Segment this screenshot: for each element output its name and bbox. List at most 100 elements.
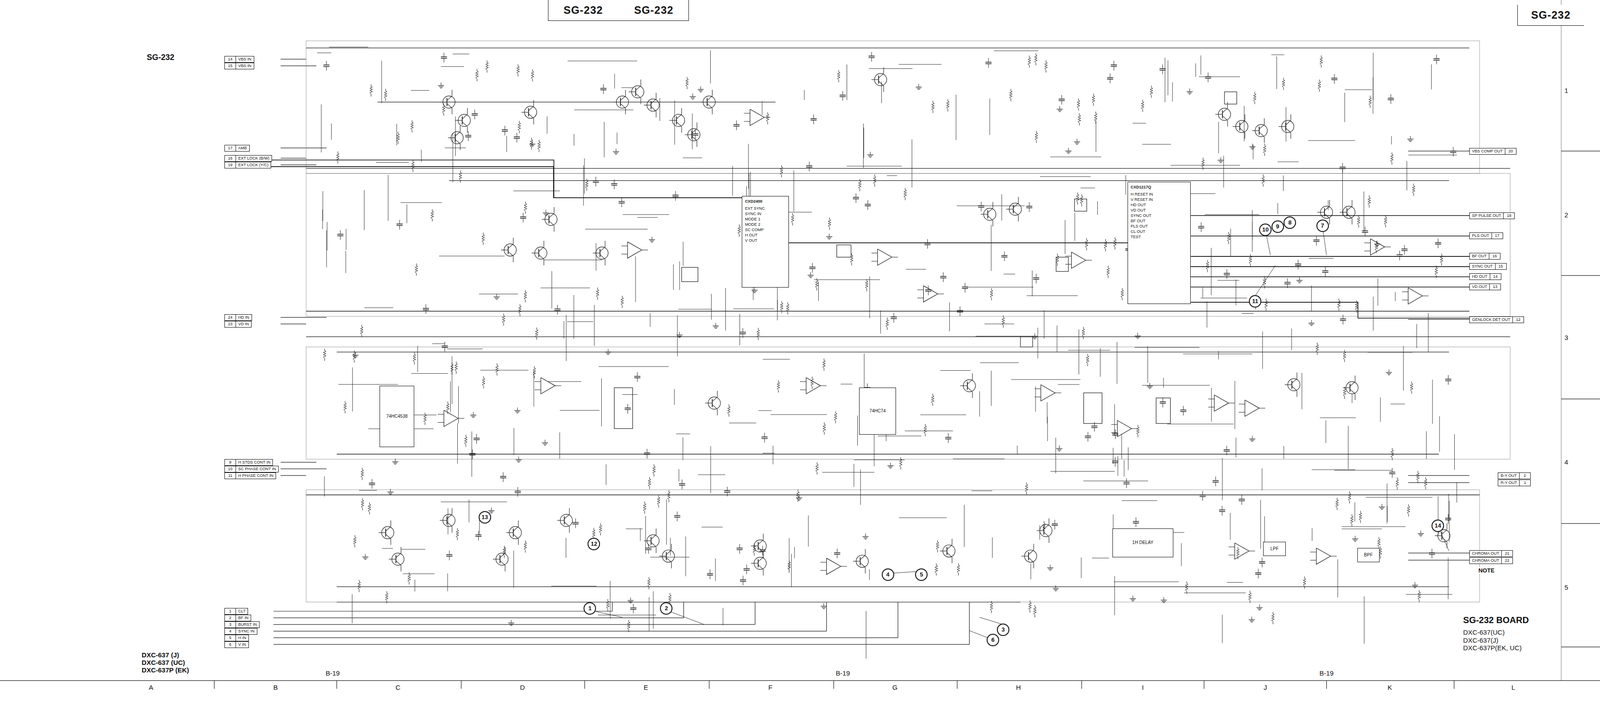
node-text: VD OUT — [1469, 284, 1490, 290]
wire — [1259, 408, 1266, 409]
wire — [980, 207, 982, 212]
wire — [1334, 74, 1335, 79]
wire — [627, 404, 628, 408]
note-heading: NOTE — [1477, 567, 1496, 575]
wire — [1412, 586, 1417, 587]
wire — [952, 458, 1005, 460]
wire — [1561, 398, 1600, 400]
wire — [867, 200, 868, 204]
resistor-symbol — [1248, 254, 1252, 267]
wire — [1561, 275, 1600, 276]
wire — [762, 359, 790, 360]
wire — [500, 552, 505, 558]
wire — [1452, 147, 1454, 152]
resistor-symbol — [931, 393, 935, 407]
wire — [800, 389, 807, 391]
wire — [1347, 213, 1352, 219]
node-text: 15 — [1495, 263, 1507, 270]
wire — [390, 538, 392, 545]
wire — [1350, 381, 1356, 387]
wire — [1561, 150, 1600, 152]
wire — [1364, 250, 1371, 252]
wire — [1317, 212, 1325, 213]
wire — [1258, 574, 1259, 579]
wire — [1255, 572, 1262, 574]
wire — [1028, 550, 1034, 555]
wire — [842, 91, 844, 96]
wire — [475, 534, 482, 536]
wire — [860, 469, 861, 505]
wire — [393, 462, 398, 464]
node-text: 6 — [991, 637, 995, 643]
wire — [1250, 621, 1253, 623]
wire — [628, 91, 636, 92]
wire — [1044, 524, 1049, 529]
wire — [724, 490, 731, 492]
wire — [806, 165, 813, 167]
wire — [980, 201, 982, 206]
node-text: 3 — [224, 621, 236, 628]
wire — [798, 494, 800, 498]
wire — [1211, 248, 1212, 296]
wire — [1159, 401, 1166, 403]
wire — [544, 259, 603, 260]
wire — [532, 140, 533, 144]
resistor-symbol — [516, 64, 520, 77]
wire — [1160, 600, 1168, 601]
wire — [656, 111, 657, 118]
wire — [640, 79, 641, 86]
wire — [1240, 128, 1245, 133]
connector-pin: SP PULSE OUT18 — [1469, 212, 1515, 220]
wire — [521, 112, 529, 113]
wire — [529, 144, 536, 145]
resistor-symbol — [606, 599, 610, 612]
wire — [1037, 327, 1039, 359]
node-text: VD IN — [235, 321, 252, 328]
wire — [1408, 552, 1470, 554]
wire — [1271, 54, 1285, 56]
wire — [1326, 680, 1327, 689]
wire — [1251, 148, 1254, 150]
wire — [1329, 200, 1330, 207]
node-text: H RESET IN — [1130, 191, 1188, 197]
wire — [1230, 512, 1231, 540]
wire — [777, 300, 778, 311]
wire — [853, 459, 905, 460]
wire — [758, 410, 772, 411]
wire-connector — [1190, 235, 1470, 237]
node-text: 74HC74 — [869, 408, 886, 414]
wire — [472, 455, 473, 460]
wire — [1386, 483, 1388, 524]
wire — [504, 565, 506, 572]
resistor-symbol — [1201, 157, 1205, 171]
wire — [573, 295, 575, 340]
wire — [1113, 581, 1179, 583]
wire — [551, 585, 597, 587]
wire — [1283, 175, 1284, 192]
wire — [1378, 506, 1385, 508]
wire — [572, 522, 579, 524]
wire — [636, 377, 638, 382]
wire — [1352, 540, 1357, 541]
wire — [574, 109, 634, 111]
wire — [1339, 166, 1346, 168]
wire — [1057, 449, 1062, 450]
wire — [675, 196, 676, 201]
model-name: DXC-637 (J) — [140, 651, 180, 659]
wire — [1032, 270, 1033, 297]
wire — [692, 93, 693, 97]
wire — [828, 238, 831, 240]
wire — [1222, 614, 1223, 644]
wire — [280, 468, 327, 469]
resistor-symbol — [344, 401, 347, 414]
wire — [980, 362, 1019, 364]
wire — [1354, 502, 1356, 522]
wire — [890, 316, 897, 318]
wire — [808, 167, 810, 172]
wire — [511, 620, 512, 624]
resistor-symbol — [1271, 612, 1275, 625]
wire — [1129, 598, 1136, 599]
wire — [820, 385, 827, 386]
wire — [447, 573, 448, 592]
wire — [440, 87, 443, 88]
